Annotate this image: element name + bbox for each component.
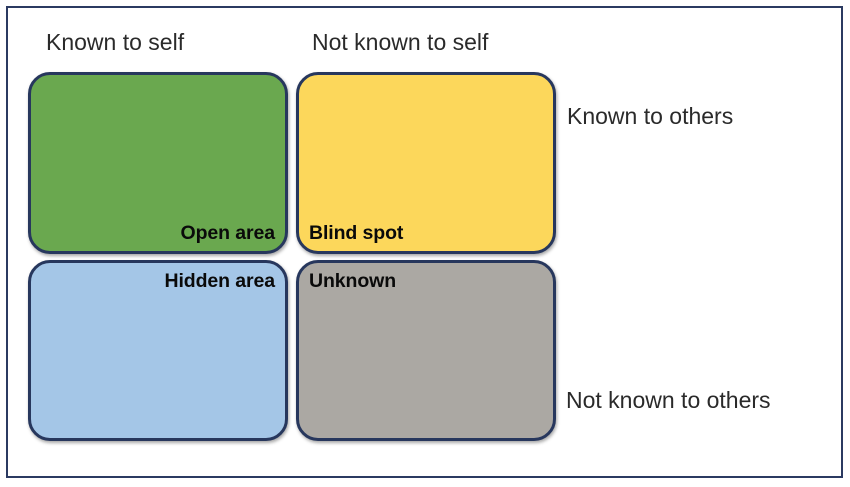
quadrant-hidden-area[interactable]: Hidden area bbox=[28, 260, 288, 441]
quadrant-unknown[interactable]: Unknown bbox=[296, 260, 556, 441]
quadrant-open-area-label: Open area bbox=[180, 221, 276, 244]
row-header-known-to-others: Known to others bbox=[567, 103, 734, 129]
column-header-not-known-to-self: Not known to self bbox=[312, 29, 489, 55]
row-header-not-known-to-others: Not known to others bbox=[566, 387, 771, 413]
quadrant-blind-spot[interactable]: Blind spot bbox=[296, 72, 556, 254]
quadrant-unknown-label: Unknown bbox=[309, 270, 397, 292]
diagram-outer-frame bbox=[6, 6, 843, 478]
quadrant-open-area[interactable]: Open area bbox=[28, 72, 288, 254]
quadrant-hidden-area-label: Hidden area bbox=[164, 270, 275, 292]
quadrant-blind-spot-label: Blind spot bbox=[309, 221, 404, 244]
column-header-known-to-self: Known to self bbox=[46, 29, 185, 55]
